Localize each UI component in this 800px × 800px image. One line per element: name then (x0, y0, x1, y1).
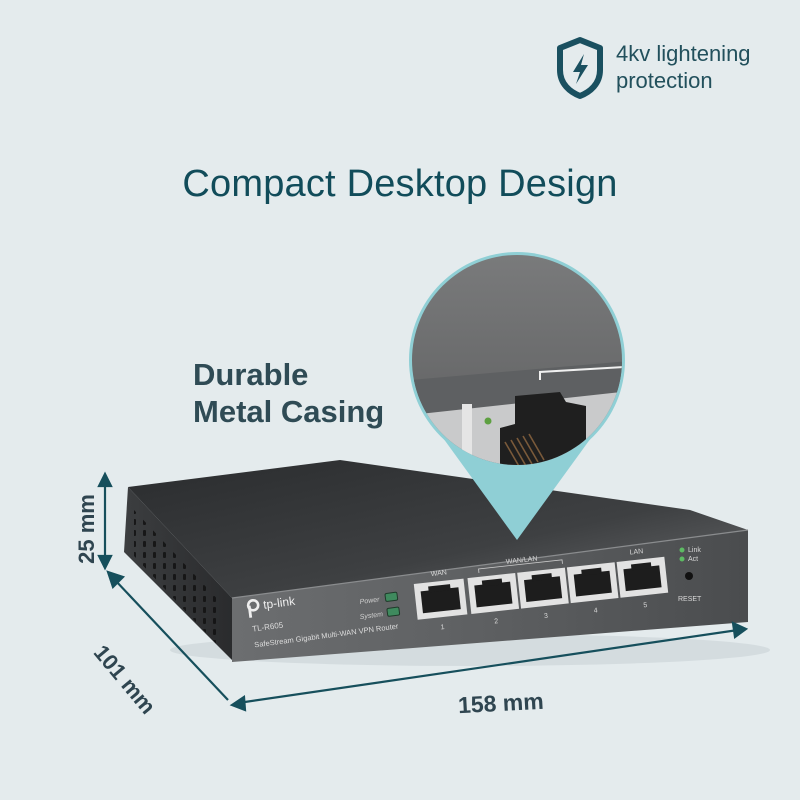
port-4[interactable] (566, 562, 619, 604)
model-number: TL-R605 (252, 620, 285, 633)
port-number-3: 3 (544, 613, 549, 620)
port-number-1: 1 (440, 624, 445, 631)
lan-group-label: LAN (629, 548, 643, 556)
wanlan-group-label: WAN/LAN (506, 556, 538, 566)
magnifier-callout (409, 252, 625, 540)
port-number-5: 5 (643, 602, 648, 609)
status-led-group: Link Act (679, 547, 701, 563)
badge-line-2: protection (616, 68, 713, 93)
ventilation-slots (134, 510, 222, 650)
act-label: Act (688, 556, 698, 563)
power-led-label: Power (359, 596, 380, 606)
link-led (679, 547, 685, 553)
router-top-panel (128, 460, 748, 598)
badge-line-1: 4kv lightening (616, 41, 751, 66)
callout-line-1: Durable (193, 357, 309, 392)
system-led (386, 606, 401, 617)
brand-name: tp-link (262, 594, 297, 612)
height-dimension-label: 25 mm (73, 494, 99, 564)
badge-text: 4kv lightening protection (616, 40, 751, 94)
link-label: Link (688, 547, 701, 554)
port-1-wan[interactable] (413, 578, 468, 620)
port-3[interactable] (517, 567, 569, 609)
port-number-2: 2 (494, 618, 499, 625)
system-led-label: System (359, 611, 383, 621)
act-led (679, 556, 685, 562)
tp-link-logo (246, 598, 260, 618)
front-led-group: Power System (359, 591, 401, 621)
shield-lightning-icon (557, 37, 603, 99)
width-dimension-line (237, 628, 739, 705)
width-dimension-label: 158 mm (457, 687, 545, 719)
dimension-lines (97, 471, 749, 712)
depth-dimension-line (114, 579, 229, 701)
port-2[interactable] (467, 572, 520, 614)
power-led (384, 591, 399, 602)
callout-line-2: Metal Casing (193, 394, 385, 429)
port-5-lan[interactable] (616, 556, 669, 598)
callout-text: Durable Metal Casing (193, 356, 384, 430)
wan-group-label: WAN (430, 569, 447, 578)
port-number-4: 4 (593, 607, 598, 614)
page-title: Compact Desktop Design (182, 163, 618, 205)
lightning-protection-badge: 4kv lightening protection (556, 36, 786, 106)
port-panel: WAN WAN/LAN LAN 1 2 (413, 548, 669, 631)
reset-button[interactable] (685, 572, 693, 580)
reset-label: RESET (678, 596, 702, 603)
